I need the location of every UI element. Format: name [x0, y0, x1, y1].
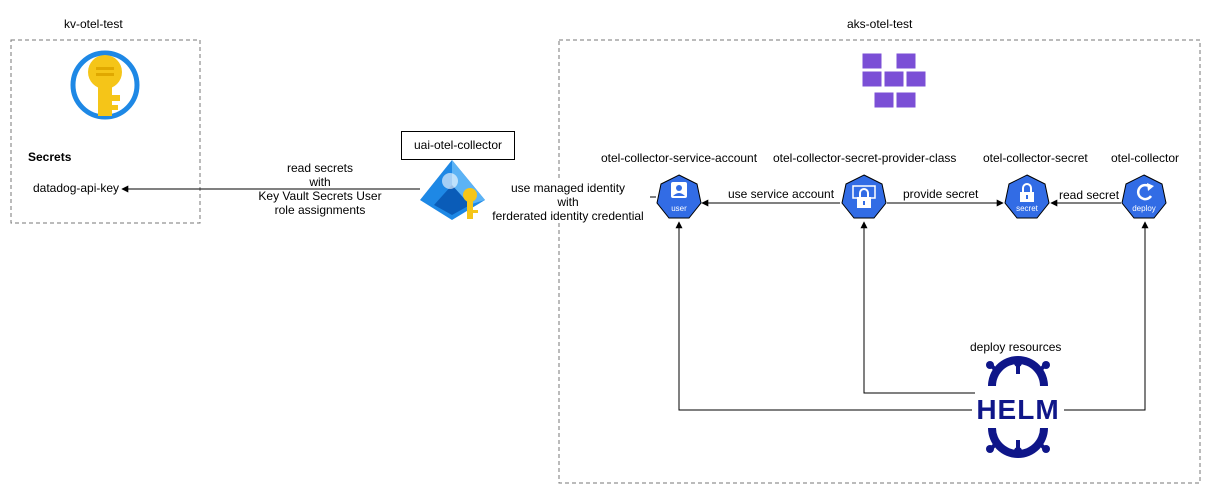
aks-container-title: aks-otel-test — [847, 17, 913, 31]
secret-title: otel-collector-secret — [983, 151, 1088, 165]
secret-provider-class-node[interactable] — [841, 174, 887, 219]
service-account-caption: user — [671, 204, 687, 213]
helm-logo — [986, 356, 1050, 458]
aks-icon — [861, 52, 927, 109]
read-secrets-label: read secrets with Key Vault Secrets User… — [258, 161, 382, 217]
secret-name: datadog-api-key — [33, 181, 120, 195]
provide-secret-label: provide secret — [903, 187, 979, 201]
collector-caption: deploy — [1132, 204, 1156, 213]
managed-identity-icon — [420, 160, 485, 220]
secret-node[interactable] — [1004, 174, 1050, 219]
secrets-heading: Secrets — [28, 150, 72, 164]
managed-identity-label: use managed identity with ferderated ide… — [486, 181, 650, 223]
read-secret-label: read secret — [1059, 188, 1120, 202]
service-account-title: otel-collector-service-account — [601, 151, 758, 165]
edge-helm-to-sa — [675, 221, 975, 411]
secret-caption: secret — [1016, 204, 1038, 213]
collector-title: otel-collector — [1111, 151, 1180, 165]
aks-container — [558, 39, 1201, 484]
refresh-icon — [1136, 183, 1154, 201]
secret-provider-class-title: otel-collector-secret-provider-class — [773, 151, 957, 165]
key-vault-icon — [70, 50, 140, 120]
kv-container-title: kv-otel-test — [64, 17, 123, 31]
deploy-resources-label: deploy resources — [970, 340, 1062, 354]
use-service-account-label: use service account — [728, 187, 835, 201]
identity-name-box[interactable]: uai-otel-collector — [401, 131, 515, 160]
edge-helm-to-collector — [1058, 221, 1149, 411]
collector-node[interactable] — [1121, 174, 1167, 219]
kv-container — [10, 39, 201, 224]
helm-wordmark: HELM — [972, 395, 1064, 425]
edge-helm-to-spc — [860, 221, 975, 394]
lock-icon — [852, 185, 876, 208]
service-account-node[interactable] — [656, 174, 702, 219]
lock-icon — [1020, 183, 1034, 202]
